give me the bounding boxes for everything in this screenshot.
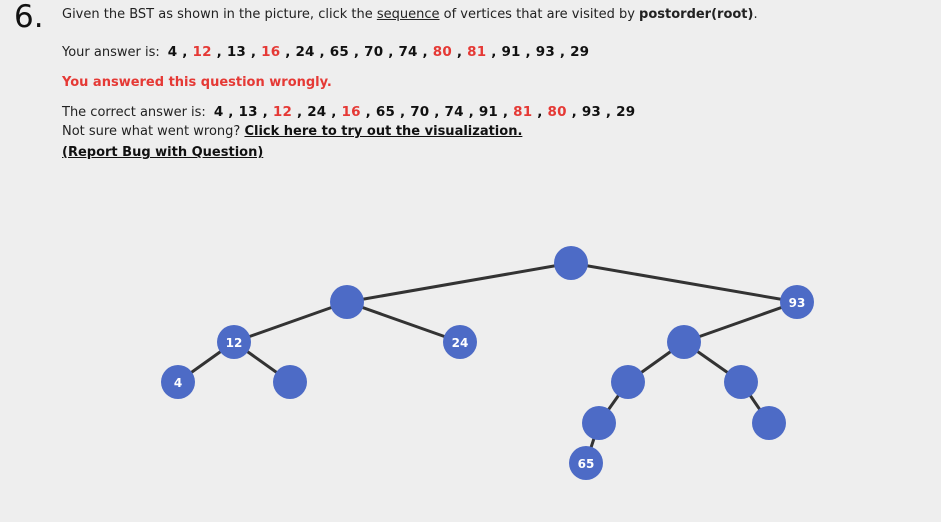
tree-node[interactable]: 12 bbox=[217, 325, 251, 359]
sequence-separator: , bbox=[395, 104, 411, 120]
edge bbox=[346, 261, 572, 304]
correct-answer-item: 65 bbox=[375, 104, 396, 120]
your-answer-item: 93 bbox=[535, 44, 555, 60]
visualization-link[interactable]: Click here to try out the visualization. bbox=[244, 124, 523, 139]
tree-node-label: 4 bbox=[174, 376, 182, 390]
sequence-separator: , bbox=[486, 44, 502, 60]
correct-answer-item: 81 bbox=[513, 104, 533, 120]
correct-answer-item: 12 bbox=[272, 104, 293, 120]
your-answer-item: 70 bbox=[364, 44, 384, 60]
correct-answer-item: 24 bbox=[307, 104, 327, 120]
your-answer-item: 74 bbox=[398, 44, 418, 60]
tree-node[interactable] bbox=[273, 365, 307, 399]
tree-node[interactable]: 93 bbox=[780, 285, 814, 319]
tree-nodes: 93 12 24 4 65 bbox=[161, 246, 814, 480]
sequence-separator: , bbox=[383, 44, 399, 60]
sequence-separator: , bbox=[429, 104, 445, 120]
correct-answer-item: 16 bbox=[341, 104, 361, 120]
correct-answer-sequence: 4 , 13 , 12 , 24 , 16 , 65 , 70 , 74 , 9… bbox=[214, 104, 636, 120]
postorder-root-text: postorder(root) bbox=[639, 7, 754, 22]
edge bbox=[233, 300, 348, 344]
tree-node[interactable] bbox=[611, 365, 645, 399]
tree-node[interactable] bbox=[582, 406, 616, 440]
sequence-separator: , bbox=[463, 104, 479, 120]
sequence-separator: , bbox=[451, 44, 468, 60]
question-number: 6. bbox=[14, 0, 44, 35]
sequence-separator: , bbox=[292, 104, 308, 120]
sequence-separator: , bbox=[246, 44, 262, 60]
sequence-separator: , bbox=[326, 104, 342, 120]
tree-node-label: 65 bbox=[578, 457, 595, 471]
sequence-separator: , bbox=[532, 104, 548, 120]
sequence-separator: , bbox=[348, 44, 365, 60]
sequence-separator: , bbox=[554, 44, 571, 60]
tree-node-label: 24 bbox=[452, 336, 469, 350]
sequence-separator: , bbox=[360, 104, 376, 120]
correct-answer-line: The correct answer is: 4 , 13 , 12 , 24 ,… bbox=[62, 104, 635, 120]
your-answer-item: 13 bbox=[226, 44, 246, 60]
tree-node-label: 93 bbox=[789, 296, 806, 310]
sequence-separator: , bbox=[498, 104, 514, 120]
sequence-link[interactable]: sequence bbox=[376, 7, 440, 22]
your-answer-item: 4 bbox=[167, 44, 178, 60]
your-answer-item: 65 bbox=[329, 44, 349, 60]
correct-answer-item: 70 bbox=[410, 104, 430, 120]
your-answer-item: 29 bbox=[570, 44, 590, 60]
edge bbox=[346, 300, 461, 344]
your-answer-item: 91 bbox=[501, 44, 521, 60]
correct-answer-item: 80 bbox=[547, 104, 567, 120]
tree-node[interactable] bbox=[554, 246, 588, 280]
correct-answer-item: 91 bbox=[478, 104, 499, 120]
sequence-separator: , bbox=[280, 44, 296, 60]
tree-node[interactable]: 24 bbox=[443, 325, 477, 359]
correct-answer-label: The correct answer is: bbox=[62, 105, 206, 120]
correct-answer-item: 74 bbox=[444, 104, 464, 120]
sequence-separator: , bbox=[223, 104, 239, 120]
your-answer-item: 80 bbox=[432, 44, 452, 60]
wrong-message: You answered this question wrongly. bbox=[62, 75, 332, 90]
tree-node[interactable]: 4 bbox=[161, 365, 195, 399]
sequence-separator: , bbox=[566, 104, 582, 120]
your-answer-line: Your answer is: 4 , 12 , 13 , 16 , 24 , 6… bbox=[62, 44, 589, 60]
sequence-separator: , bbox=[520, 44, 536, 60]
edge bbox=[570, 261, 798, 304]
correct-answer-item: 93 bbox=[581, 104, 602, 120]
report-bug-link[interactable]: (Report Bug with Question) bbox=[62, 145, 263, 160]
sequence-separator: , bbox=[601, 104, 617, 120]
question-prompt: Given the BST as shown in the picture, c… bbox=[62, 7, 758, 22]
sequence-separator: , bbox=[211, 44, 227, 60]
correct-answer-item: 13 bbox=[238, 104, 258, 120]
your-answer-item: 12 bbox=[192, 44, 212, 60]
tree-node[interactable] bbox=[724, 365, 758, 399]
help-line: Not sure what went wrong? Click here to … bbox=[62, 124, 522, 139]
tree-node[interactable] bbox=[330, 285, 364, 319]
your-answer-sequence: 4 , 12 , 13 , 16 , 24 , 65 , 70 , 74 , 8… bbox=[168, 44, 590, 60]
your-answer-label: Your answer is: bbox=[62, 45, 160, 60]
your-answer-item: 81 bbox=[467, 44, 487, 60]
tree-node-label: 12 bbox=[226, 336, 243, 350]
sequence-separator: , bbox=[257, 104, 273, 120]
correct-answer-item: 29 bbox=[616, 104, 636, 120]
tree-node[interactable] bbox=[667, 325, 701, 359]
prompt-text: Given the BST as shown in the picture, c… bbox=[62, 7, 377, 22]
sequence-separator: , bbox=[177, 44, 193, 60]
tree-node[interactable] bbox=[752, 406, 786, 440]
your-answer-item: 16 bbox=[261, 44, 281, 60]
correct-answer-item: 4 bbox=[213, 104, 224, 120]
tree-edges bbox=[177, 261, 798, 464]
report-bug-text[interactable]: (Report Bug with Question) bbox=[62, 145, 264, 160]
sequence-separator: , bbox=[314, 44, 330, 60]
your-answer-item: 24 bbox=[295, 44, 315, 60]
sequence-separator: , bbox=[417, 44, 433, 60]
help-text: Not sure what went wrong? bbox=[62, 124, 245, 139]
prompt-end: . bbox=[753, 7, 758, 22]
edge bbox=[683, 300, 798, 344]
prompt-text-mid: of vertices that are visited by bbox=[439, 7, 640, 22]
tree-node[interactable]: 65 bbox=[569, 446, 603, 480]
